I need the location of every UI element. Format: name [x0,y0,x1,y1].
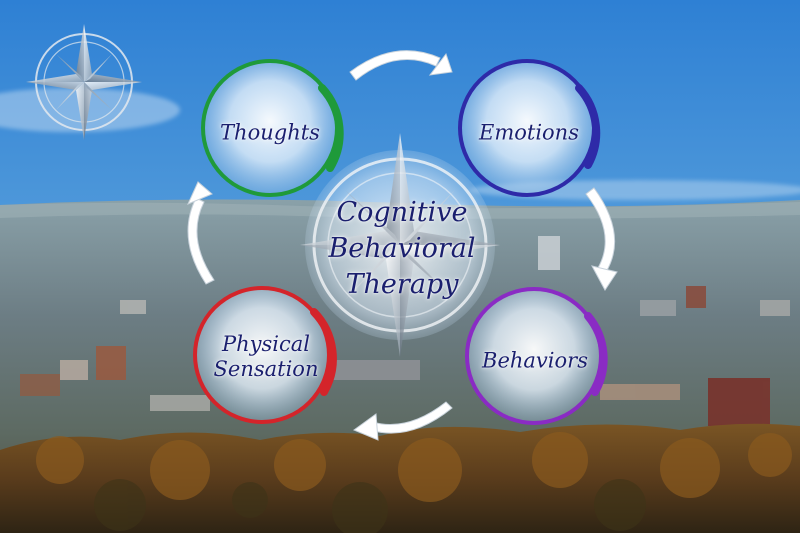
arrow-physical-sensation-to-thoughts [187,181,215,285]
arrow-behaviors-to-physical-sensation [352,401,453,441]
node-label-thoughts: Thoughts [220,121,320,146]
node-label-line: Emotions [479,120,579,145]
center-title: Cognitive Behavioral Therapy [328,195,475,303]
node-label-emotions: Emotions [479,121,579,146]
node-label-line: Physical [221,332,310,356]
compass-rose-icon [26,24,142,140]
node-behaviors [465,287,608,425]
center-title-line: Cognitive [336,197,468,228]
node-label-behaviors: Behaviors [482,349,588,374]
node-label-line: Behaviors [482,348,588,373]
node-physical-sensation [193,286,337,424]
node-label-physical-sensation: Physical Sensation [214,332,319,382]
node-emotions [458,59,601,197]
center-title-line: Therapy [345,269,459,300]
center-title-line: Behavioral [328,233,476,264]
center-compass-rose-icon [300,133,500,357]
arrow-thoughts-to-emotions [349,50,453,81]
arrow-emotions-to-behaviors [585,187,618,291]
node-label-line: Sensation [213,357,319,381]
node-thoughts [201,59,344,197]
node-label-line: Thoughts [220,120,320,145]
